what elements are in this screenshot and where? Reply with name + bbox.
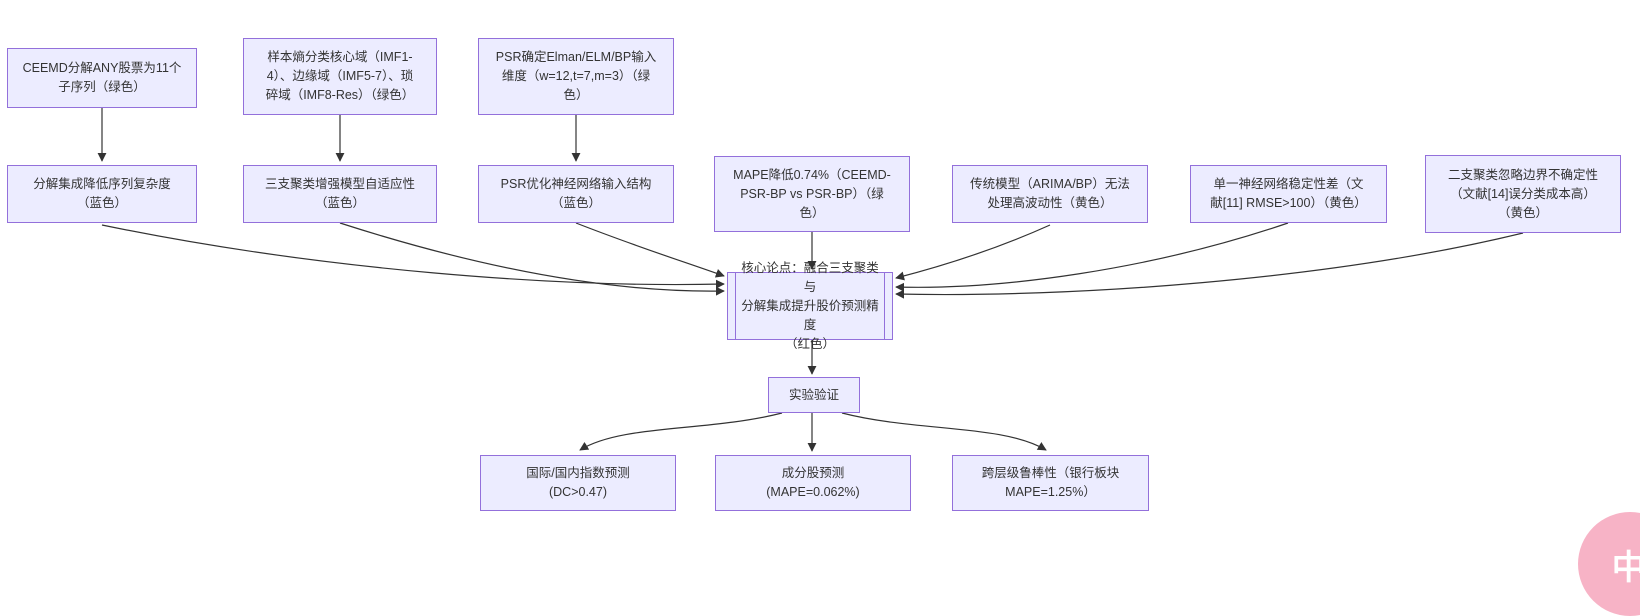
- node-single-nn-instability: 单一神经网络稳定性差（文 献[11] RMSE>100）（黄色）: [1190, 165, 1387, 223]
- node-psr-optimizes-input: PSR优化神经网络输入结构 （蓝色）: [478, 165, 674, 223]
- node-label: 国际/国内指数预测 (DC>0.47): [526, 466, 630, 499]
- node-sample-entropy-domains: 样本熵分类核心域（IMF1- 4）、边缘域（IMF5-7）、琐 碎域（IMF8-…: [243, 38, 437, 115]
- node-traditional-model-limits: 传统模型（ARIMA/BP）无法 处理高波动性（黄色）: [952, 165, 1148, 223]
- node-label: PSR确定Elman/ELM/BP输入 维度（w=12,t=7,m=3）（绿 色…: [495, 50, 657, 102]
- node-label: CEEMD分解ANY股票为11个 子序列（绿色）: [22, 61, 182, 94]
- node-label: 核心论点：融合三支聚类与 分解集成提升股价预测精度 （红色）: [741, 260, 879, 351]
- node-label: 三支聚类增强模型自适应性 （蓝色）: [264, 177, 415, 210]
- node-three-way-clustering-adaptivity: 三支聚类增强模型自适应性 （蓝色）: [243, 165, 437, 223]
- node-psr-input-dimension: PSR确定Elman/ELM/BP输入 维度（w=12,t=7,m=3）（绿 色…: [478, 38, 674, 115]
- node-two-way-clustering-limits: 二支聚类忽略边界不确定性 （文献[14]误分类成本高） （黄色）: [1425, 155, 1621, 233]
- node-cross-level-robustness: 跨层级鲁棒性（银行板块 MAPE=1.25%）: [952, 455, 1149, 511]
- node-label: 分解集成降低序列复杂度 （蓝色）: [33, 177, 171, 210]
- node-mape-improvement: MAPE降低0.74%（CEEMD- PSR-BP vs PSR-BP）（绿 色…: [714, 156, 910, 232]
- node-label: 样本熵分类核心域（IMF1- 4）、边缘域（IMF5-7）、琐 碎域（IMF8-…: [265, 50, 415, 102]
- node-label: MAPE降低0.74%（CEEMD- PSR-BP vs PSR-BP）（绿 色…: [733, 167, 891, 220]
- node-label: 单一神经网络稳定性差（文 献[11] RMSE>100）（黄色）: [1210, 177, 1367, 210]
- translate-icon: 中A: [1611, 548, 1640, 587]
- diagram-edges: [97, 108, 1524, 452]
- node-label: 二支聚类忽略边界不确定性 （文献[14]误分类成本高） （黄色）: [1447, 167, 1598, 220]
- node-experimental-validation: 实验验证: [768, 377, 860, 413]
- node-label: 跨层级鲁棒性（银行板块 MAPE=1.25%）: [981, 466, 1120, 499]
- node-core-thesis: 核心论点：融合三支聚类与 分解集成提升股价预测精度 （红色）: [727, 261, 893, 351]
- node-label: PSR优化神经网络输入结构 （蓝色）: [500, 177, 652, 210]
- node-label: 传统模型（ARIMA/BP）无法 处理高波动性（黄色）: [970, 177, 1130, 210]
- node-label: 成分股预测 (MAPE=0.062%): [766, 466, 860, 499]
- node-ceemd-decompose: CEEMD分解ANY股票为11个 子序列（绿色）: [7, 48, 197, 108]
- node-constituent-stock-prediction: 成分股预测 (MAPE=0.062%): [715, 455, 911, 511]
- node-index-prediction: 国际/国内指数预测 (DC>0.47): [480, 455, 676, 511]
- node-decomposition-reduces-complexity: 分解集成降低序列复杂度 （蓝色）: [7, 165, 197, 223]
- node-label: 实验验证: [788, 387, 839, 402]
